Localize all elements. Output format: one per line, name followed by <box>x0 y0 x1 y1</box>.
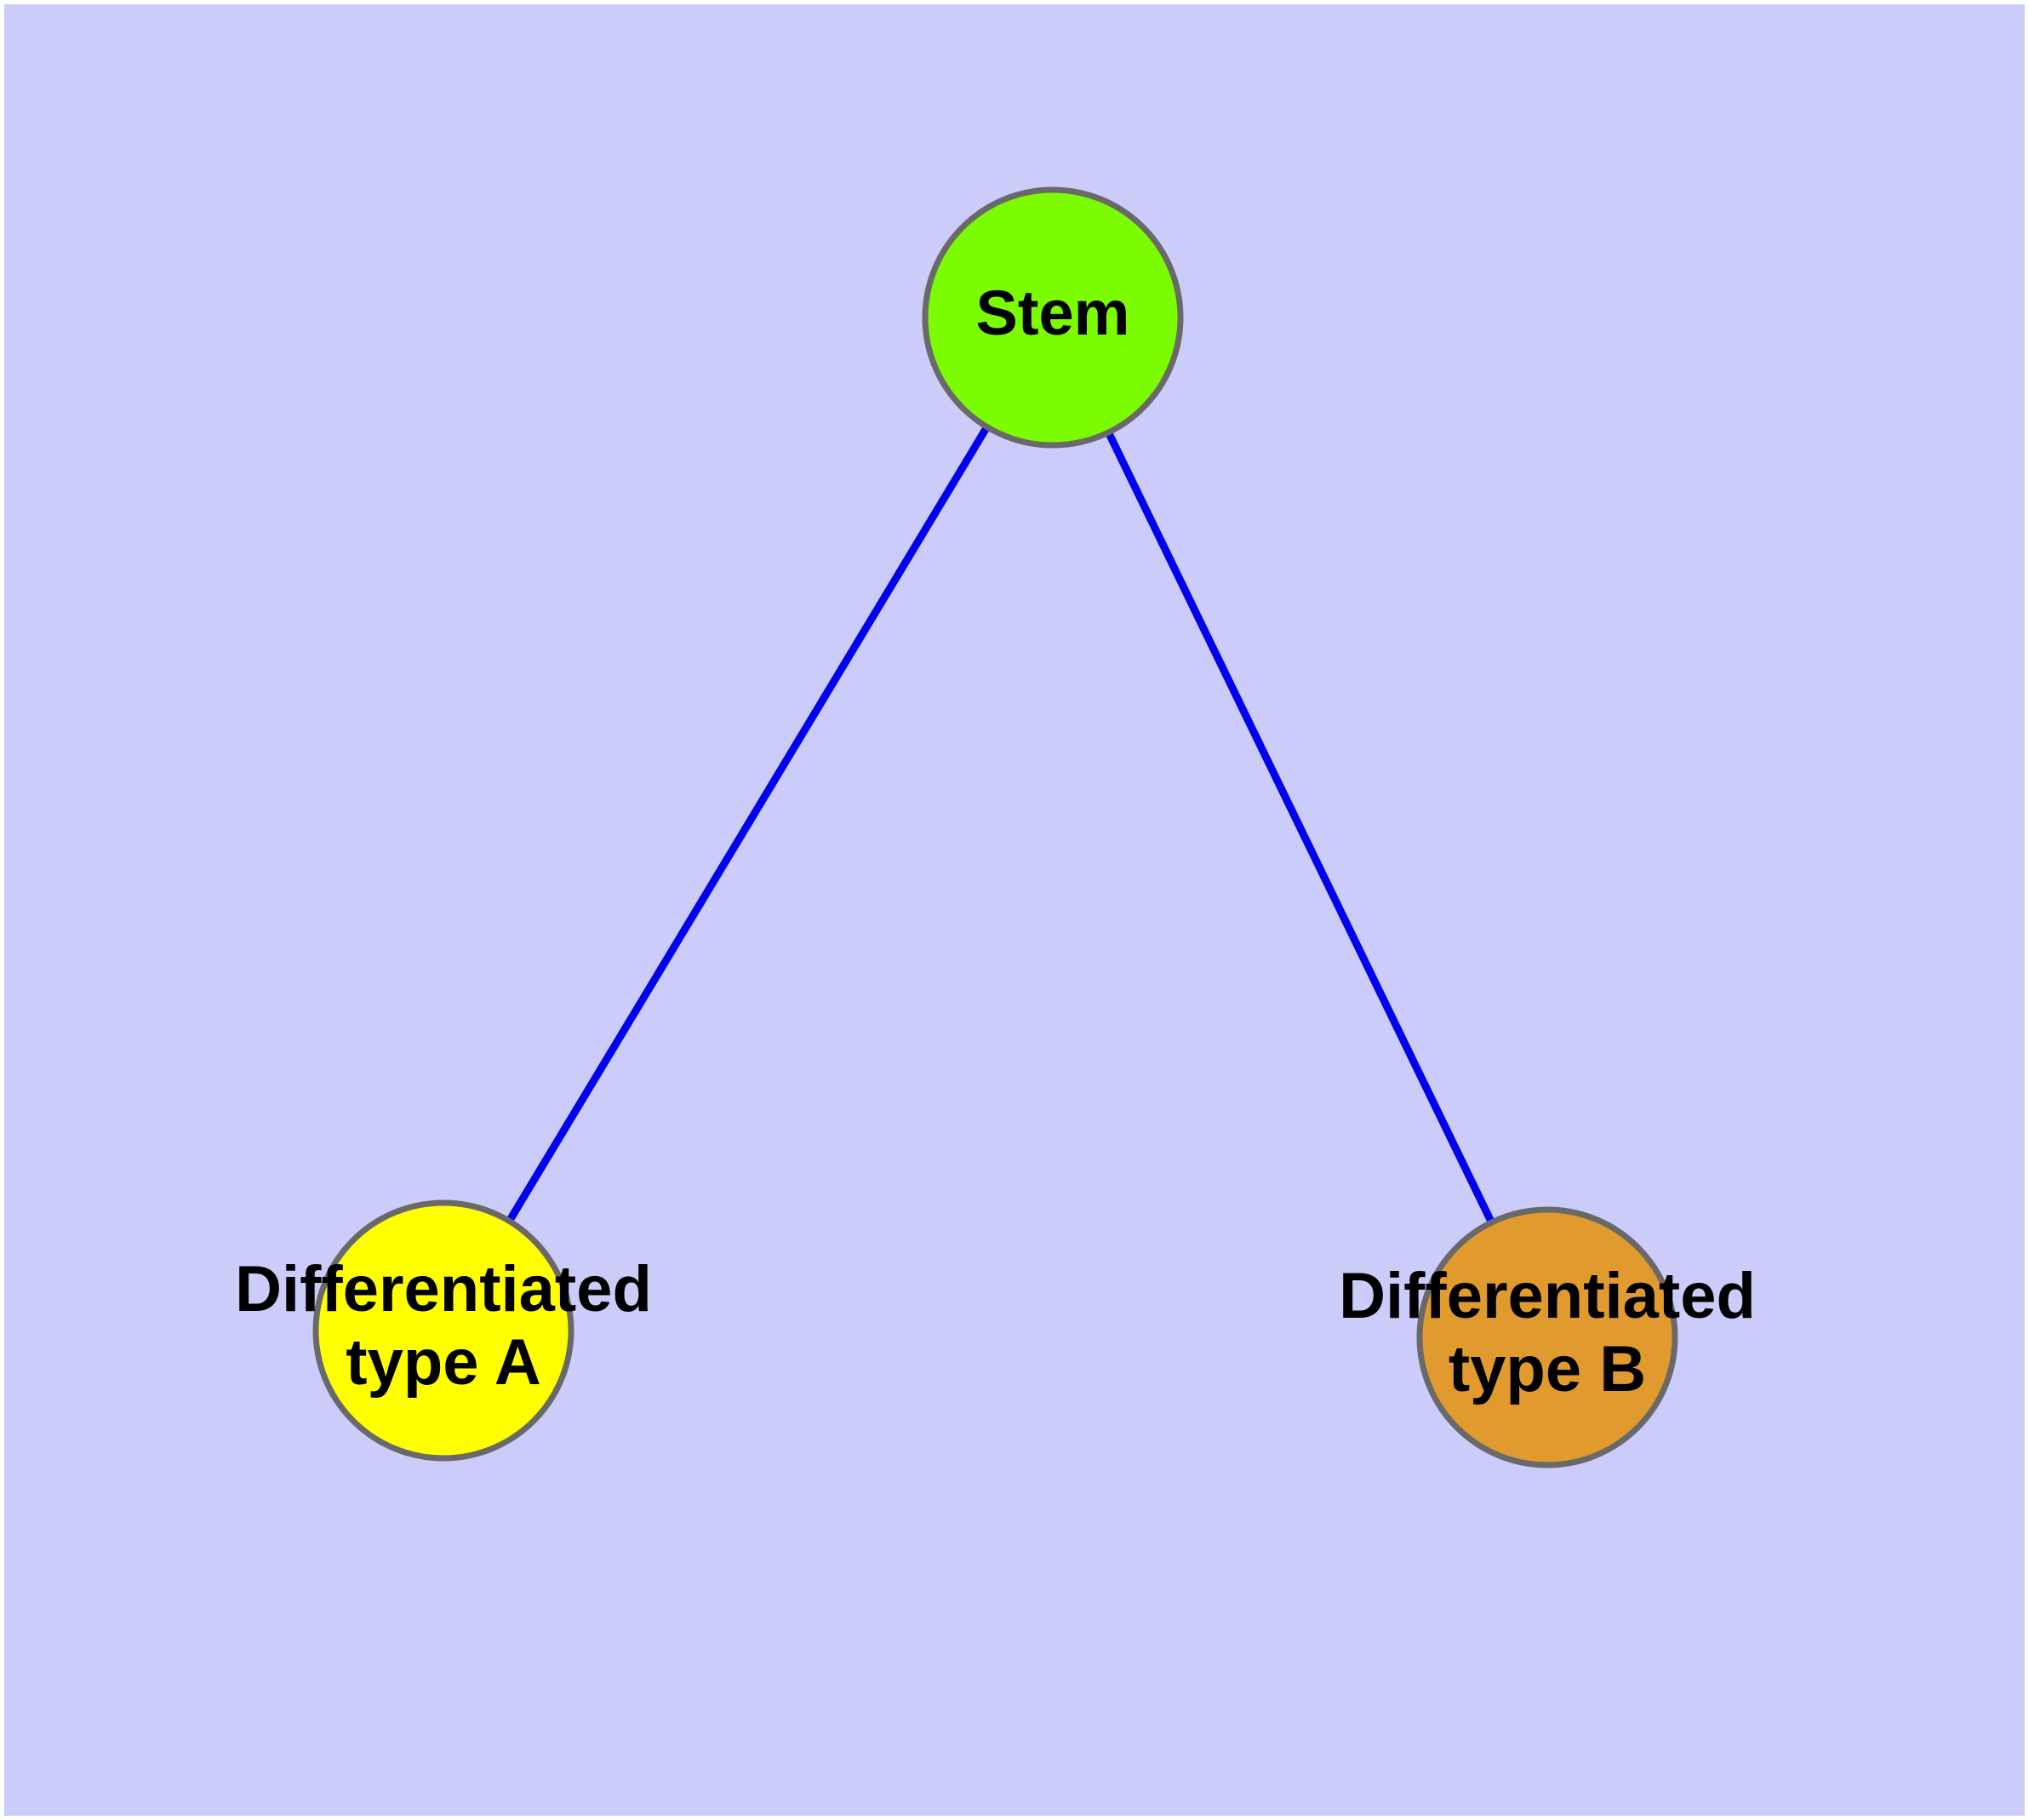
graph-edge <box>506 426 990 1222</box>
graph-node-diff_b[interactable] <box>1416 1206 1678 1468</box>
graph-node-label-line: Stem <box>976 278 1130 348</box>
graph-edge <box>1106 432 1495 1223</box>
edges-layer <box>506 426 1495 1223</box>
graph-node-label-line: Differentiated <box>1339 1260 1756 1332</box>
graph-node-label-line: Differentiated <box>235 1253 652 1325</box>
graph-node-diff_a[interactable] <box>312 1199 574 1462</box>
graph-node-label-stem: Stem <box>976 278 1130 348</box>
graph-node-label-line: type B <box>1449 1333 1646 1405</box>
graph-node-stem[interactable] <box>922 186 1184 449</box>
graph-node-label-line: type A <box>346 1326 540 1399</box>
nodes-layer <box>312 186 1678 1468</box>
